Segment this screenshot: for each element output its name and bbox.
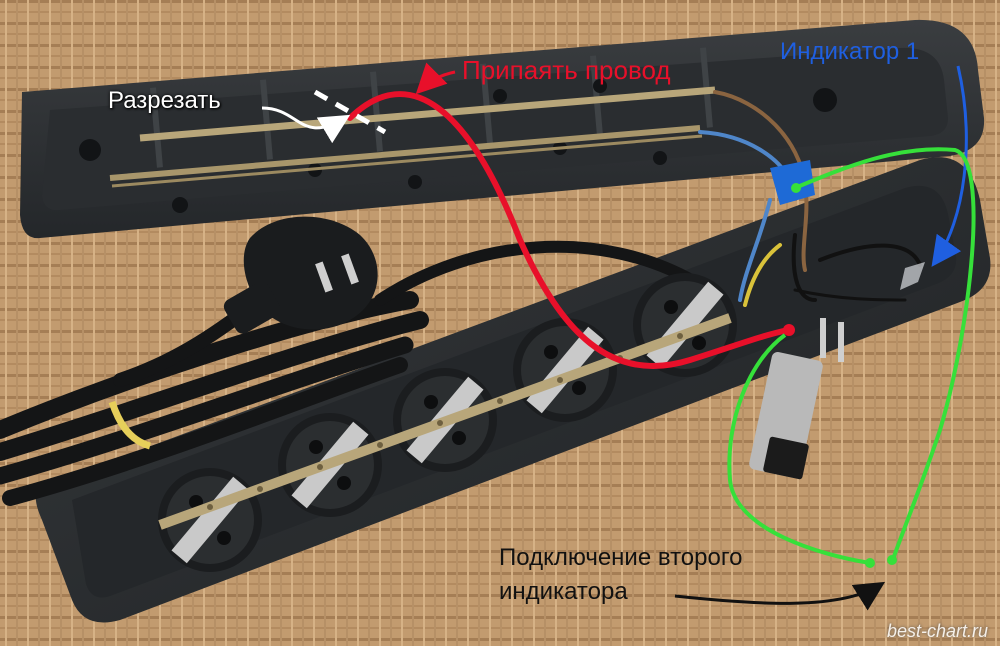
rubber-band — [108, 400, 152, 450]
second-indicator-label-line-2: индикатора — [499, 578, 628, 605]
second-indicator-label-line-1: Подключение второго — [499, 544, 743, 571]
cut-label: Разрезать — [108, 87, 221, 114]
plug — [223, 216, 378, 334]
green-terminal-b — [887, 555, 897, 565]
green-terminal-a — [865, 558, 875, 568]
green-wire-2 — [727, 333, 871, 565]
indicator-1-lamp — [900, 262, 925, 290]
indicator-1-arrow — [931, 65, 968, 267]
watermark: best-chart.ru — [886, 621, 988, 641]
solder-wire-label: Припаять провод — [462, 55, 671, 85]
second-indicator-label: Подключение второго индикатора — [499, 541, 742, 609]
second-indicator-arrow — [674, 581, 886, 611]
socket — [513, 318, 617, 422]
indicator-1-label: Индикатор 1 — [780, 38, 920, 65]
solder-arrow — [415, 62, 456, 95]
sockets — [158, 273, 737, 572]
solder-wire-path — [347, 91, 791, 370]
blue-terminal-block — [770, 160, 815, 205]
cut-arrow — [261, 106, 351, 144]
green-wire-1 — [794, 147, 976, 563]
switch — [749, 318, 844, 480]
power-strip-lid — [20, 19, 985, 239]
cut-line — [313, 89, 387, 135]
inner-wires — [698, 90, 922, 307]
